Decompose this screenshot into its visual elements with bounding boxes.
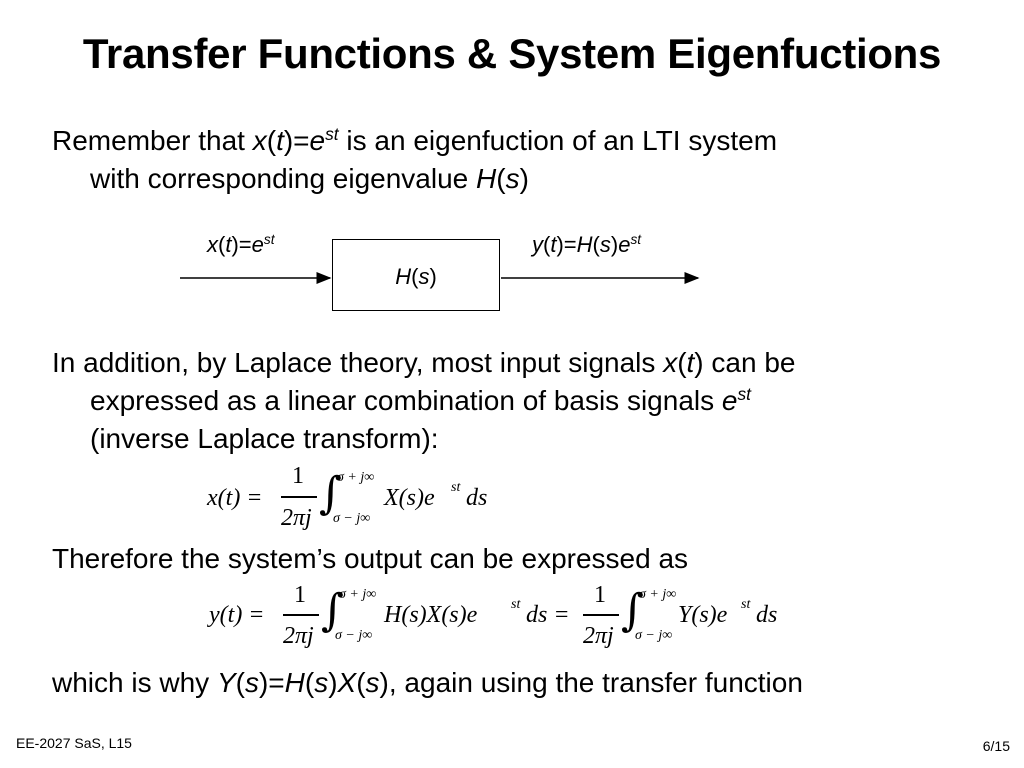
math-e: e	[721, 385, 738, 416]
math-paren: )	[694, 347, 704, 378]
eq2-lhs: y(t) =	[209, 602, 265, 628]
math-paren: (	[592, 232, 600, 257]
eq2-lower-limit-1: σ − j∞	[335, 628, 373, 643]
math-paren: (	[218, 232, 226, 257]
eq2-denominator-1: 2πj	[283, 623, 314, 649]
eq1-exponent: st	[451, 480, 461, 495]
eq2-integrand-1: H(s)X(s)e	[384, 602, 478, 628]
math-paren: (	[304, 667, 315, 698]
eq2-exponent-2: st	[741, 597, 751, 612]
diagram-input-label: x(t)=est	[207, 232, 275, 258]
math-paren: (	[496, 163, 506, 194]
slide-title: Transfer Functions & System Eigenfuction…	[82, 30, 942, 77]
math-s: s	[505, 163, 520, 194]
eq1-fraction-bar	[281, 496, 317, 498]
footer-page-number: 6/15	[982, 738, 1010, 754]
paragraph-laplace: In addition, by Laplace theory, most inp…	[52, 344, 992, 458]
math-paren: (	[235, 667, 245, 698]
math-paren: )	[610, 232, 619, 257]
text: Remember that	[52, 125, 253, 156]
math-X: X	[337, 667, 357, 698]
math-x: x	[207, 232, 218, 257]
eq1-denominator: 2πj	[281, 505, 312, 531]
math-x: x	[252, 125, 267, 156]
math-paren: (	[677, 347, 687, 378]
math-H: H	[395, 264, 412, 289]
math-t: t	[225, 232, 232, 257]
math-paren: (	[543, 232, 551, 257]
eq2-ds-2: ds	[756, 602, 778, 628]
eq2-numerator-1: 1	[294, 582, 306, 608]
eq2-upper-limit-2: σ + j∞	[639, 587, 677, 602]
math-e: e	[309, 125, 326, 156]
text: with corresponding eigenvalue	[90, 163, 477, 194]
text: In addition, by Laplace theory, most inp…	[52, 347, 664, 378]
math-paren: )	[429, 264, 437, 289]
text: , again using the transfer function	[388, 667, 803, 698]
math-e: e	[618, 232, 631, 257]
math-paren: )=	[231, 232, 252, 257]
math-exponent: st	[325, 123, 339, 144]
diagram-output-label: y(t)=H(s)est	[532, 232, 641, 258]
eq1-lhs: x(t) =	[207, 485, 263, 511]
math-H: H	[576, 232, 593, 257]
math-s: s	[418, 264, 430, 289]
paragraph-output: Therefore the system’s output can be exp…	[52, 543, 689, 574]
math-e: e	[251, 232, 264, 257]
eq1-integrand: X(s)e	[384, 485, 435, 511]
eq2-denominator-2: 2πj	[583, 623, 614, 649]
math-Y: Y	[216, 667, 236, 698]
eq2-fraction-bar-2	[583, 614, 619, 616]
text: is an eigenfuction of an LTI system	[338, 125, 778, 156]
eq2-integral-sign-1: ∫	[321, 585, 344, 636]
eq2-numerator-2: 1	[594, 582, 606, 608]
eq2-integral-sign-2: ∫	[621, 585, 644, 636]
eq2-lower-limit-2: σ − j∞	[635, 628, 673, 643]
math-paren: )=	[283, 125, 310, 156]
eq2-ds-1: ds =	[526, 602, 570, 628]
math-t: t	[276, 125, 284, 156]
text: which is why	[52, 667, 217, 698]
eq2-upper-limit-1: σ + j∞	[339, 587, 377, 602]
text: expressed as a linear combination of bas…	[90, 385, 722, 416]
eq1-integral-sign: ∫	[319, 468, 342, 519]
math-exponent: st	[630, 232, 642, 248]
math-paren: )	[519, 163, 529, 194]
eq2-fraction-bar-1	[283, 614, 319, 616]
math-t: t	[550, 232, 557, 257]
math-t: t	[686, 347, 695, 378]
footer-course-label: EE-2027 SaS, L15	[16, 735, 132, 751]
math-x: x	[663, 347, 678, 378]
math-paren: )=	[258, 667, 285, 698]
eq1-lower-limit: σ − j∞	[333, 511, 371, 526]
paragraph-conclusion: which is why Y(s)=H(s)X(s), again using …	[52, 664, 992, 702]
math-paren: )	[379, 667, 389, 698]
math-exponent: st	[737, 383, 751, 404]
eq1-numerator: 1	[292, 463, 304, 489]
math-paren: (	[266, 125, 277, 156]
text: can be	[703, 347, 796, 378]
math-s: s	[314, 667, 329, 698]
eq1-ds: ds	[466, 485, 488, 511]
math-H: H	[284, 667, 305, 698]
math-paren: (	[356, 667, 366, 698]
math-paren: )	[328, 667, 338, 698]
math-H: H	[476, 163, 497, 194]
math-s: s	[599, 232, 611, 257]
math-paren: )=	[556, 232, 577, 257]
math-y: y	[532, 232, 543, 257]
system-block-label: H(s)	[333, 264, 499, 290]
eq1-upper-limit: σ + j∞	[337, 470, 375, 485]
eq2-integrand-2: Y(s)e	[678, 602, 728, 628]
math-s: s	[244, 667, 259, 698]
paragraph-eigenfunction: Remember that x(t)=est is an eigenfuctio…	[52, 122, 992, 198]
math-paren: (	[411, 264, 419, 289]
text: (inverse Laplace transform):	[90, 423, 439, 454]
system-block: H(s)	[332, 239, 500, 311]
math-s: s	[365, 667, 380, 698]
math-exponent: st	[263, 232, 275, 248]
eq2-exponent-1: st	[511, 597, 521, 612]
